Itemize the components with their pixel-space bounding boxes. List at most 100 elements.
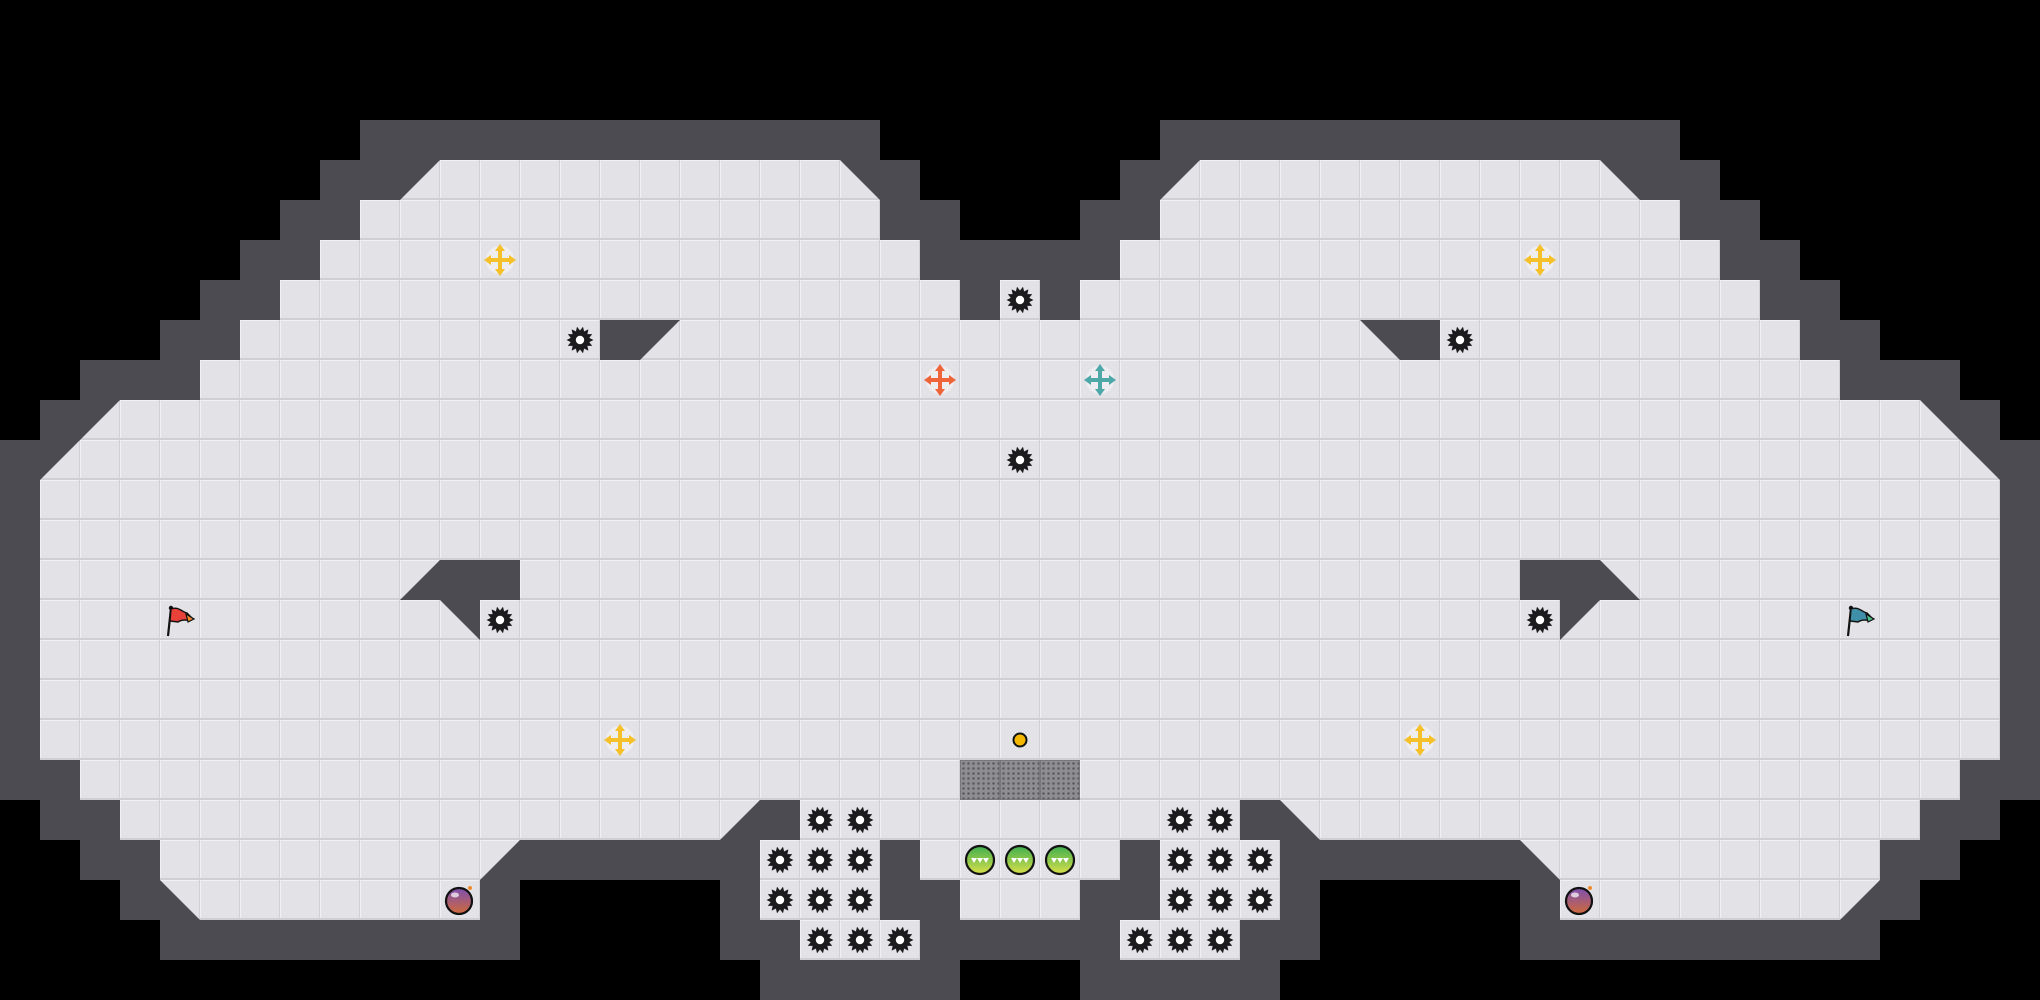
floor-tile [1040,520,1080,560]
floor-tile [400,320,440,360]
floor-tile [1760,360,1800,400]
floor-tile [1320,720,1360,760]
floor-tile [1680,640,1720,680]
floor-tile [200,400,240,440]
floor-tile [1720,800,1760,840]
floor-tile [1440,800,1480,840]
floor-tile [320,560,360,600]
floor-tile [680,680,720,720]
floor-tile [1600,800,1640,840]
floor-tile [1520,640,1560,680]
floor-tile [1080,840,1120,880]
floor-tile [1000,880,1040,920]
wall-tile [960,280,1000,320]
floor-tile [920,320,960,360]
spike-icon [760,880,800,920]
marsball-icon [1000,840,1040,880]
floor-tile [1680,520,1720,560]
wall-tile [0,440,40,480]
floor-tile [1040,400,1080,440]
wall-tile [880,880,920,920]
floor-tile [960,560,1000,600]
floor-tile [1320,480,1360,520]
wall-tile [40,760,80,800]
floor-tile [1520,800,1560,840]
floor-tile [680,360,720,400]
floor-tile [1800,680,1840,720]
floor-tile [1240,720,1280,760]
floor-tile [1800,840,1840,880]
floor-tile [480,680,520,720]
wall-tile [1040,920,1080,960]
floor-tile [280,880,320,920]
floor-tile [1240,760,1280,800]
floor-tile [160,760,200,800]
floor-tile [520,440,560,480]
wall-tile [1160,120,1200,160]
floor-tile [1680,440,1720,480]
floor-tile [360,280,400,320]
floor-tile [1640,200,1680,240]
wall-tile [2000,760,2040,800]
floor-tile [1160,280,1200,320]
floor-tile [1560,200,1600,240]
floor-tile [360,560,400,600]
floor-tile [1720,480,1760,520]
floor-tile [240,400,280,440]
floor-tile [1480,200,1520,240]
floor-tile [680,640,720,680]
floor-tile [720,680,760,720]
floor-tile [1600,440,1640,480]
floor-tile [1480,240,1520,280]
floor-tile [760,560,800,600]
diagonal-wall [1600,160,1640,200]
floor-tile [640,720,680,760]
spike-icon [800,840,840,880]
floor-tile [240,440,280,480]
floor-tile [680,480,720,520]
floor-tile [1840,480,1880,520]
floor-tile [440,640,480,680]
floor-tile [720,240,760,280]
floor-tile [680,520,720,560]
wall-tile [1000,920,1040,960]
floor-tile [560,240,600,280]
wall-tile [1600,120,1640,160]
floor-tile [1000,560,1040,600]
diagonal-wall-tile [160,880,200,920]
floor-tile [1240,640,1280,680]
floor-tile [1520,760,1560,800]
floor-tile [560,600,600,640]
floor-tile [1800,760,1840,800]
diagonal-wall [640,320,680,360]
wall-tile [1120,880,1160,920]
wall-tile [120,840,160,880]
floor-tile [160,640,200,680]
floor-tile [1280,560,1320,600]
floor-tile [920,600,960,640]
floor-tile [1480,160,1520,200]
floor-tile [320,720,360,760]
floor-tile [640,520,680,560]
diagonal-wall [400,160,440,200]
floor-tile [880,680,920,720]
floor-tile [1600,600,1640,640]
floor-tile [1040,640,1080,680]
floor-tile [1440,440,1480,480]
wall-tile [1440,120,1480,160]
floor-tile [1640,480,1680,520]
floor-tile [400,600,440,640]
floor-tile [1880,440,1920,480]
spike-icon [760,840,800,880]
spike-icon [1120,920,1160,960]
floor-tile [840,440,880,480]
floor-tile [680,280,720,320]
wall-tile [1920,800,1960,840]
floor-tile [1920,440,1960,480]
floor-tile [880,760,920,800]
floor-tile [1360,240,1400,280]
diagonal-wall-tile [1520,840,1560,880]
wall-tile [440,560,480,600]
floor-tile [1640,760,1680,800]
floor-tile [1280,160,1320,200]
